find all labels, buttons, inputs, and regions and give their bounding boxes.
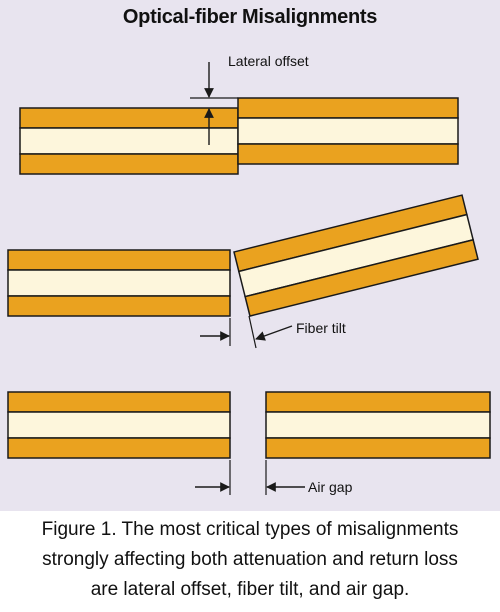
air-gap-section: Air gap xyxy=(7,391,491,495)
caption-line-3: are lateral offset, fiber tilt, and air … xyxy=(90,579,410,600)
figure-caption: Figure 1. The most critical types of mis… xyxy=(0,511,500,612)
fiber-right-tilted xyxy=(233,194,479,317)
air-gap-label: Air gap xyxy=(308,479,353,495)
lateral-offset-section: Lateral offset xyxy=(19,53,459,175)
air-gap-arrows xyxy=(195,460,305,495)
fiber-left-gap xyxy=(7,391,231,459)
lateral-offset-arrows xyxy=(190,62,238,145)
fiber-left-lateral xyxy=(19,107,239,175)
fiber-tilt-arrows xyxy=(200,315,293,349)
fiber-tilt-label: Fiber tilt xyxy=(296,320,346,336)
caption-line-1: Figure 1. The most critical types of mis… xyxy=(41,519,459,540)
lateral-offset-label: Lateral offset xyxy=(228,53,309,69)
fiber-right-lateral xyxy=(237,97,459,165)
misalignment-diagram: Lateral offset Fiber tilt xyxy=(7,53,491,495)
caption-line-2: strongly affecting both attenuation and … xyxy=(42,549,458,570)
fiber-tilt-section: Fiber tilt xyxy=(7,194,479,349)
fiber-left-tilt xyxy=(7,249,231,317)
fiber-right-gap xyxy=(265,391,491,459)
figure-title: Optical-fiber Misalignments xyxy=(122,6,378,28)
